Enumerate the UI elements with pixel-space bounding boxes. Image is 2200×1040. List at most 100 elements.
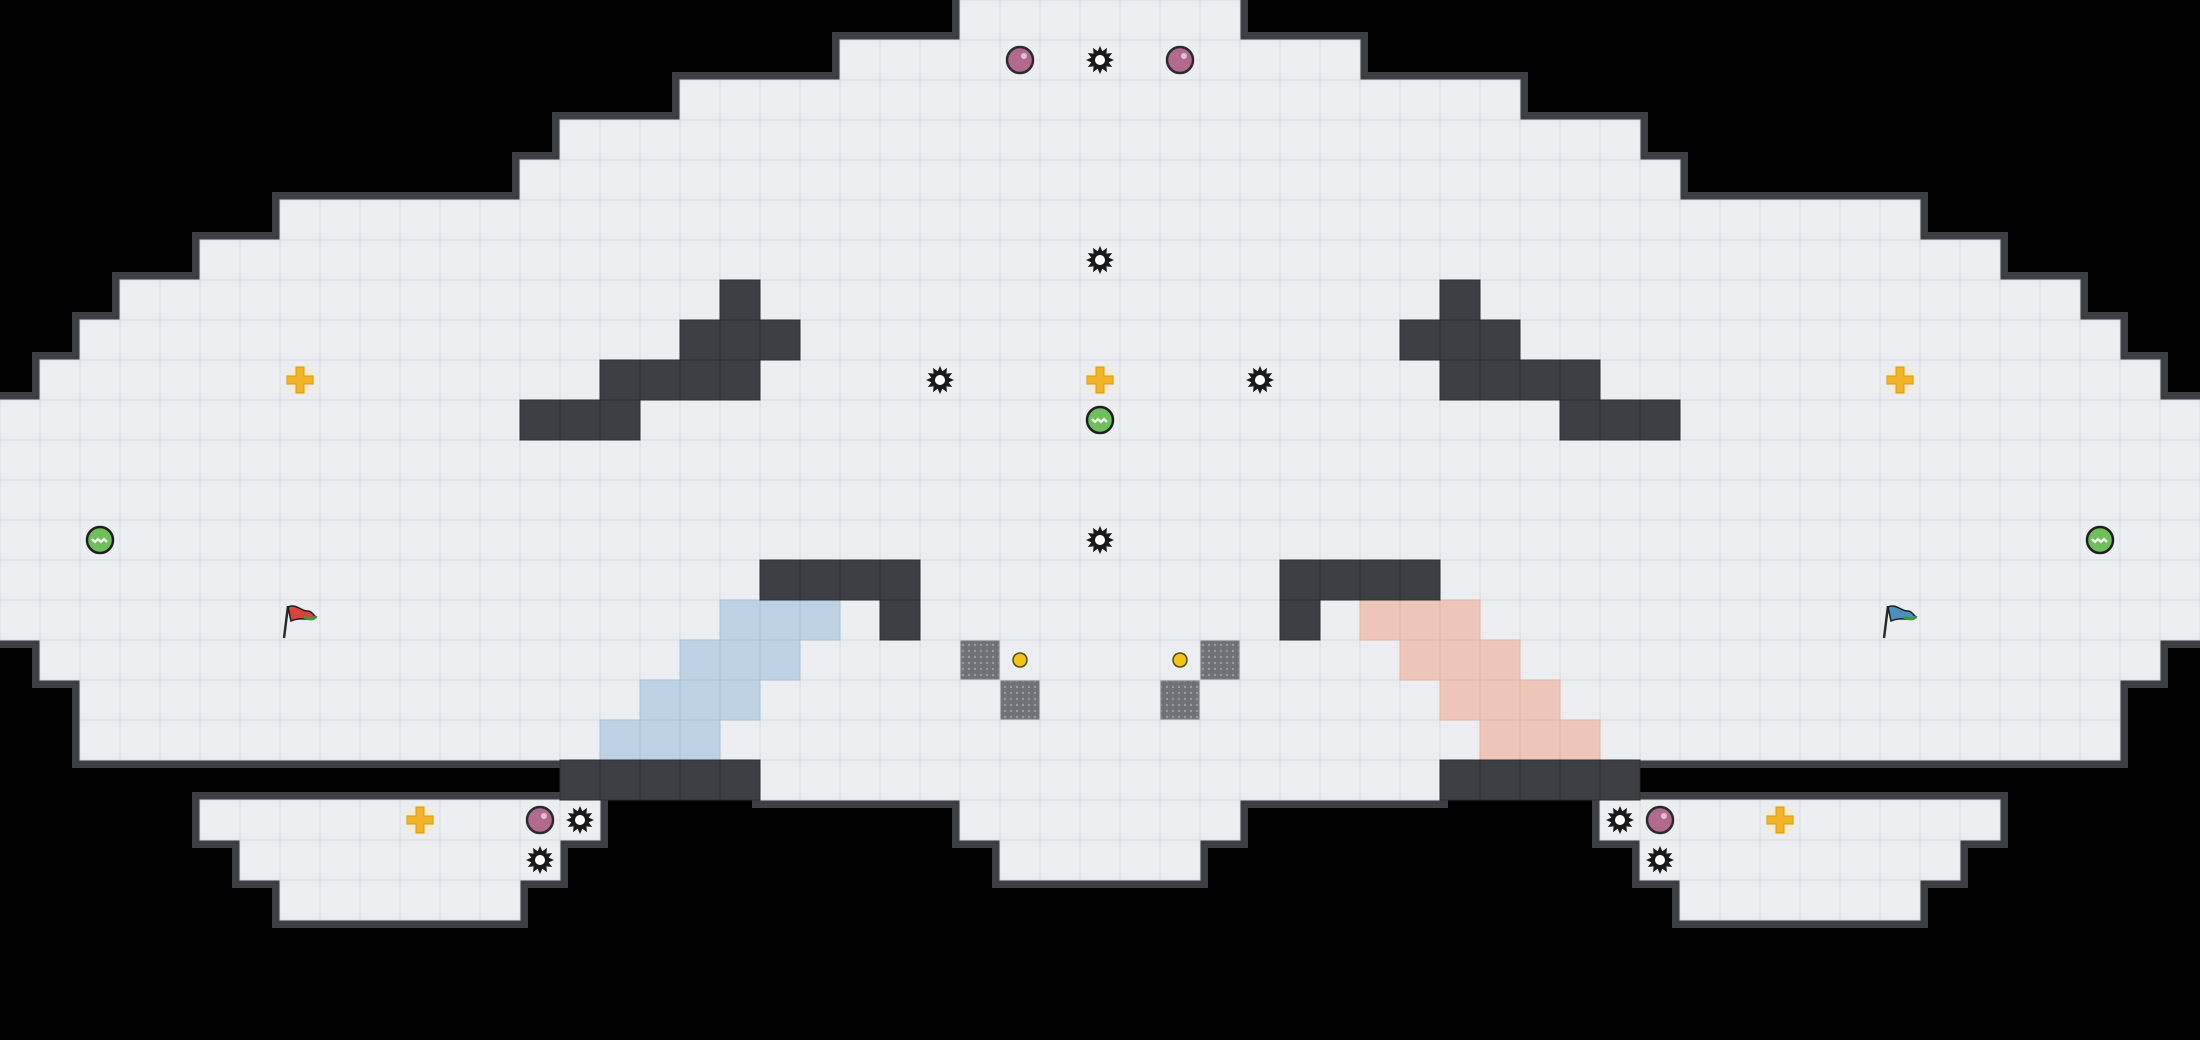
blue-flag-icon[interactable] (1882, 605, 1918, 639)
floor-tile (2119, 599, 2161, 641)
floor-tile (399, 399, 441, 441)
floor-tile (1319, 39, 1361, 81)
floor-tile (2039, 719, 2081, 761)
floor-tile (999, 759, 1041, 801)
spike-icon[interactable] (1646, 846, 1674, 874)
floor-tile (1999, 599, 2041, 641)
floor-tile (1039, 599, 1081, 641)
map-objects-layer[interactable] (85, 45, 2115, 874)
floor-tile (1359, 79, 1401, 121)
spike-icon[interactable] (1086, 246, 1114, 274)
boost-pad-icon[interactable] (1085, 365, 1115, 395)
floor-tile (359, 639, 401, 681)
floor-tile (1999, 559, 2041, 601)
floor-tile (1319, 719, 1361, 761)
boost-pad-icon[interactable] (1885, 365, 1915, 395)
floor-tile (79, 679, 121, 721)
floor-tile (1399, 359, 1441, 401)
button-icon[interactable] (1012, 652, 1028, 668)
floor-tile (519, 599, 561, 641)
boost-pad-icon[interactable] (285, 365, 315, 395)
floor-tile (1399, 279, 1441, 321)
blue-zone-tile (719, 639, 761, 681)
powerup-icon[interactable] (1085, 405, 1115, 435)
powerup-wave (91, 537, 108, 544)
floor-tile (119, 399, 161, 441)
floor-tile (1479, 479, 1521, 521)
floor-tile (359, 719, 401, 761)
floor-tile (1239, 79, 1281, 121)
floor-tile (479, 479, 521, 521)
red-zone-tile (1439, 679, 1481, 721)
floor-tile (1679, 279, 1721, 321)
floor-tile (1799, 719, 1841, 761)
bomb-icon[interactable] (1005, 45, 1035, 75)
powerup-icon[interactable] (85, 525, 115, 555)
spike-icon[interactable] (1086, 46, 1114, 74)
floor-tile (719, 119, 761, 161)
floor-tile (759, 519, 801, 561)
floor-tile (1199, 559, 1241, 601)
red-flag-icon[interactable] (282, 605, 318, 639)
floor-tile (1719, 279, 1761, 321)
floor-tile (1159, 719, 1201, 761)
floor-tile (1719, 479, 1761, 521)
bomb-icon[interactable] (1645, 805, 1675, 835)
floor-tile (1119, 399, 1161, 441)
floor-tile (1359, 639, 1401, 681)
floor-tile (1519, 399, 1561, 441)
floor-tile (39, 639, 81, 681)
floor-tile (1839, 359, 1881, 401)
floor-tile (799, 359, 841, 401)
floor-tile (1559, 519, 1601, 561)
wall-block (719, 359, 761, 401)
floor-tile (679, 159, 721, 201)
floor-tile (1879, 879, 1921, 921)
spike-icon[interactable] (1246, 366, 1274, 394)
floor-tile (1879, 839, 1921, 881)
floor-tile (919, 679, 961, 721)
floor-tile (719, 239, 761, 281)
boost-pad-icon[interactable] (405, 805, 435, 835)
floor-tile (2079, 559, 2121, 601)
floor-tile (1719, 679, 1761, 721)
boost-pad-icon[interactable] (1765, 805, 1795, 835)
floor-tile (879, 759, 921, 801)
button-icon[interactable] (1172, 652, 1188, 668)
spike-icon[interactable] (926, 366, 954, 394)
spike-icon[interactable] (1086, 526, 1114, 554)
floor-tile (319, 679, 361, 721)
floor-tile (1559, 559, 1601, 601)
floor-tile (919, 39, 961, 81)
floor-tile (1119, 719, 1161, 761)
bomb-icon[interactable] (1165, 45, 1195, 75)
gate-tile (1200, 640, 1240, 680)
floor-tile (1239, 119, 1281, 161)
floor-tile (1679, 399, 1721, 441)
floor-tile (1879, 559, 1921, 601)
powerup-wave (1091, 417, 1108, 424)
floor-tile (1479, 239, 1521, 281)
floor-tile (519, 319, 561, 361)
wall-block (1439, 319, 1481, 361)
floor-tile (1119, 799, 1161, 841)
floor-tile (919, 79, 961, 121)
floor-tile (239, 319, 281, 361)
floor-tile (959, 439, 1001, 481)
spike-icon[interactable] (1606, 806, 1634, 834)
spike-icon[interactable] (526, 846, 554, 874)
bomb-icon[interactable] (525, 805, 555, 835)
spike-icon[interactable] (566, 806, 594, 834)
powerup-icon[interactable] (2085, 525, 2115, 555)
floor-tile (1959, 359, 2001, 401)
floor-tile (1839, 399, 1881, 441)
floor-tile (1359, 479, 1401, 521)
floor-tile (919, 119, 961, 161)
floor-tile (1199, 439, 1241, 481)
floor-tile (1279, 319, 1321, 361)
floor-tile (319, 839, 361, 881)
floor-tile (1239, 39, 1281, 81)
floor-tile (439, 599, 481, 641)
